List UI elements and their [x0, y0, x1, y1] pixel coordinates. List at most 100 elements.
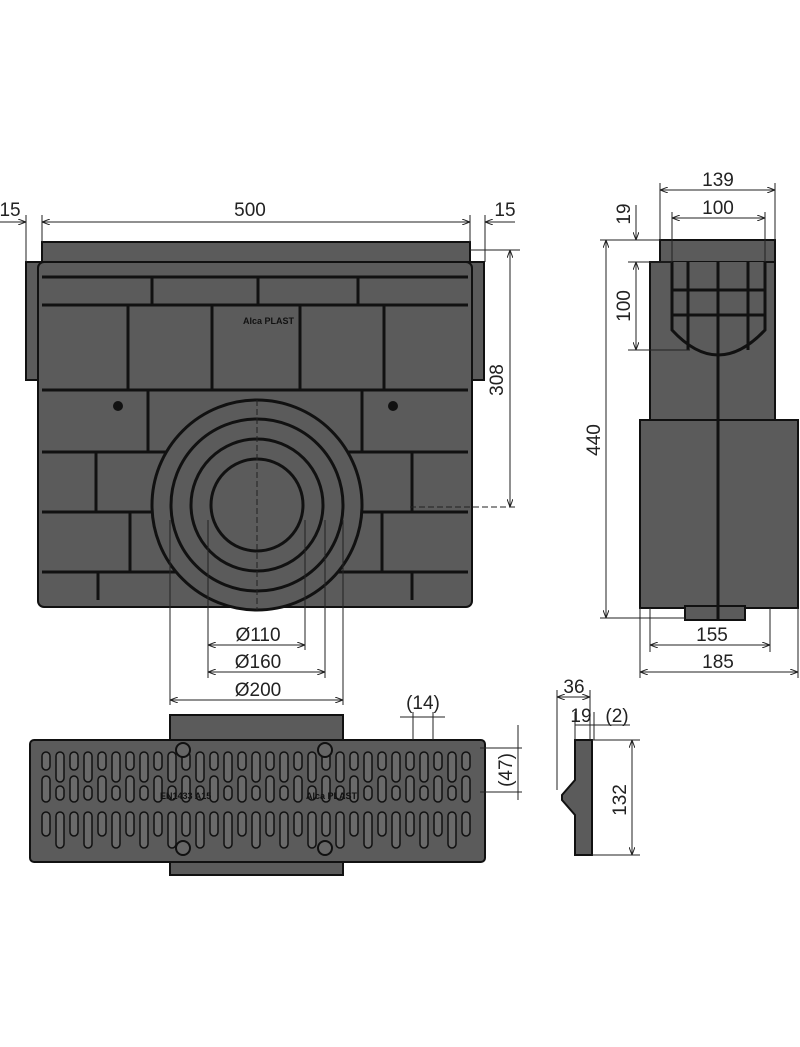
grate-slot [139, 811, 149, 849]
screw-icon [175, 742, 191, 758]
grate-slot [209, 751, 219, 771]
grate-slot [153, 751, 163, 771]
dim-left-margin: 15 [0, 200, 21, 221]
grate-slot [181, 811, 191, 837]
fixing-hole [113, 401, 123, 411]
grate-slot [461, 811, 471, 837]
grate-slot [419, 751, 429, 783]
grate-slot [377, 775, 387, 803]
dim-inner-depth: 100 [614, 290, 635, 322]
grate-slot [69, 775, 79, 803]
grate-slot [265, 751, 275, 771]
grate-slot [83, 811, 93, 849]
grate-slot [279, 785, 289, 801]
grate-slot [447, 785, 457, 801]
grate-slot [237, 775, 247, 803]
grate-slot [461, 775, 471, 803]
grate-slot [419, 811, 429, 849]
grate-slot [279, 751, 289, 783]
grate-slot [55, 751, 65, 783]
grate-slot [83, 785, 93, 801]
dim-height: 440 [584, 424, 605, 456]
grate-slot [139, 785, 149, 801]
grate-slot [349, 751, 359, 771]
grate-slot [307, 811, 317, 849]
dim-slot-pitch: (14) [406, 693, 440, 714]
side-top-frame [659, 239, 776, 263]
dim-top-width: 139 [702, 170, 734, 191]
grate-slot [433, 775, 443, 803]
dim-d160: Ø160 [235, 652, 281, 673]
grate-slot [433, 811, 443, 837]
logo: Alca PLAST [243, 316, 295, 326]
grate-slot [209, 775, 219, 803]
grate-slot [461, 751, 471, 771]
dim-d200: Ø200 [235, 680, 281, 701]
grate-slot [377, 811, 387, 837]
grate-slot [69, 751, 79, 771]
grate-slot [181, 775, 191, 803]
grate-slot [223, 811, 233, 849]
grate-slots [41, 751, 471, 849]
side-ribs [672, 262, 765, 620]
grate-slot [251, 751, 261, 783]
screw-icon [175, 840, 191, 856]
dim-profile-height: 132 [610, 784, 631, 816]
grate-slot [251, 785, 261, 801]
grate-slot [237, 811, 247, 837]
grate-slot [41, 775, 51, 803]
grate-slot [41, 811, 51, 837]
side-dimensions: 139 100 19 100 440 155 185 [584, 170, 799, 678]
grate-profile: 36 19 (2) 132 [556, 677, 640, 856]
grate-slot [223, 785, 233, 801]
dim-bottom-inner: 155 [696, 625, 728, 646]
grate-slot [69, 811, 79, 837]
profile-section [561, 739, 593, 856]
dim-d110: Ø110 [235, 625, 280, 646]
grate-slot [111, 751, 121, 783]
grate-slot [335, 751, 345, 783]
grate-slot [97, 811, 107, 837]
grate-marking: EN1433 A15 [160, 791, 211, 801]
grate-slot [321, 775, 331, 803]
grate-slot [125, 775, 135, 803]
grate-slot [55, 811, 65, 849]
grate-slot [405, 751, 415, 771]
grate-slot [293, 751, 303, 771]
side-view [639, 239, 799, 621]
grate-slot [307, 785, 317, 801]
screw-icon [317, 840, 333, 856]
top-frame [41, 241, 471, 263]
grate-slot [167, 811, 177, 849]
grate-slot [391, 785, 401, 801]
grate-slot [125, 811, 135, 837]
grate-view: EN1433 A15 Alca PLAST [29, 714, 486, 876]
grate-slot [363, 751, 373, 783]
grate-slot [377, 751, 387, 771]
grate-slot [447, 811, 457, 849]
grate-slot [307, 751, 317, 783]
grate-slot [97, 775, 107, 803]
grate-dimensions: (14) (47) [400, 693, 522, 800]
grate-slot [111, 811, 121, 849]
grate-slot [419, 785, 429, 801]
grate-slot [83, 751, 93, 783]
grate-slot [405, 811, 415, 837]
grate-slot [391, 811, 401, 849]
grate-slot [125, 751, 135, 771]
grate-slot [55, 785, 65, 801]
dim-outlet-height: 308 [487, 364, 508, 396]
grate-slot [405, 775, 415, 803]
dim-rim: 19 [614, 203, 635, 224]
grate-slot [363, 785, 373, 801]
front-dimensions: 15 500 15 308 Ø110 Ø160 Ø200 [0, 200, 520, 705]
grate-slot [335, 785, 345, 801]
grate-slot [251, 811, 261, 849]
grate-slot [349, 775, 359, 803]
grate-slot [321, 811, 331, 837]
grate-slot [447, 751, 457, 783]
grate-slot [139, 751, 149, 783]
dim-profile-gap: (2) [605, 706, 628, 727]
side-foot [684, 605, 746, 621]
